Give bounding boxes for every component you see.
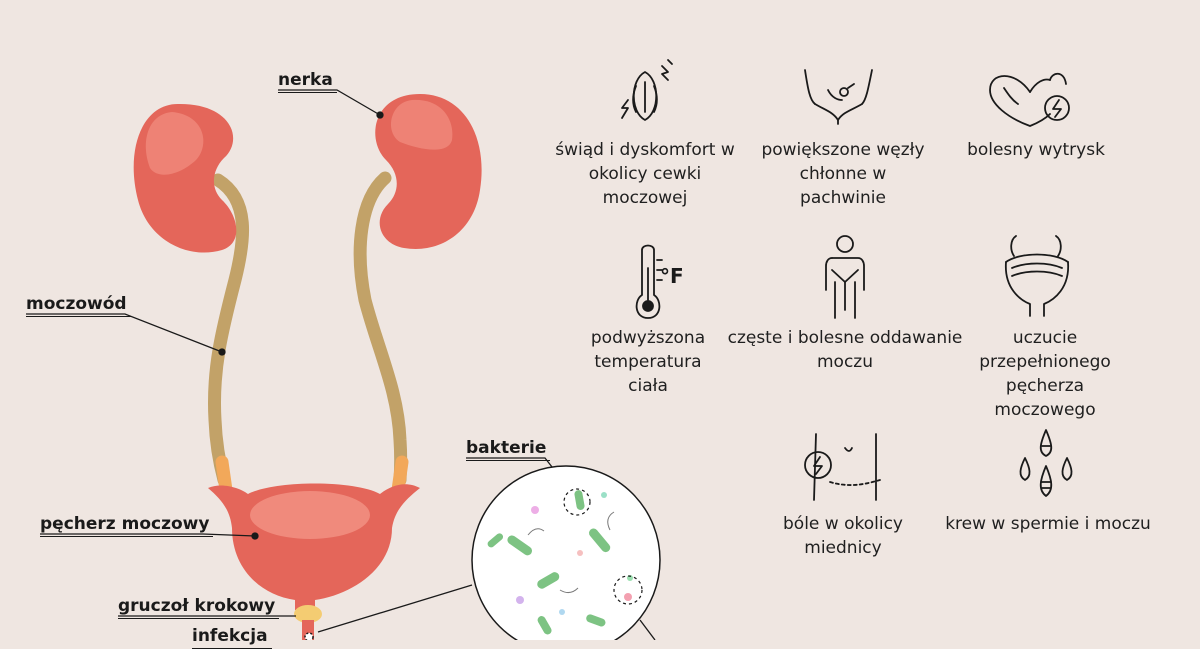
symptom-blood: krew w spermie i moczu — [945, 514, 1151, 534]
symptom-temperature: podwyższona temperatura ciała — [590, 328, 706, 396]
itch-discharge-icon — [621, 59, 673, 121]
right-ureter — [353, 171, 408, 487]
label-bacteria: bakterie — [466, 438, 551, 461]
symptom-lymph-nodes: powiększone węzły chłonne w pachwinie — [761, 140, 925, 208]
highlight-circle — [563, 488, 591, 516]
blood-drops-icon — [1019, 429, 1073, 497]
bacteria-magnifier — [471, 465, 661, 640]
prostate — [294, 605, 322, 623]
bacteria-cell — [537, 572, 560, 589]
frequent-urination-icon — [825, 235, 865, 319]
bacteria-cell — [537, 616, 552, 635]
symptom-ejaculation: bolesny wytrysk — [967, 140, 1105, 160]
highlight-circle — [613, 575, 643, 605]
bacteria-cell — [589, 528, 611, 553]
lymph-nodes-groin-icon — [804, 69, 873, 125]
bladder — [208, 483, 420, 610]
label-ureter: moczowód — [26, 294, 131, 317]
pelvic-pain-icon — [804, 433, 881, 501]
label-bladder: pęcherz moczowy — [40, 514, 214, 537]
thermometer-unit: °F — [660, 264, 684, 288]
symptom-urination: częste i bolesne oddawanie moczu — [727, 328, 963, 372]
bacteria-cell — [574, 490, 585, 510]
bacteria-cell — [586, 614, 606, 627]
full-bladder-icon — [1005, 235, 1069, 317]
infection-dot — [304, 632, 314, 640]
left-ureter — [208, 173, 250, 487]
label-prostate: gruczoł krokowy — [118, 596, 280, 619]
thermometer-icon — [635, 244, 663, 319]
bacteria-cell — [507, 535, 532, 556]
symptom-pelvic-pain: bóle w okolicy miednicy — [783, 514, 903, 558]
label-infection: infekcja — [192, 626, 272, 649]
symptom-full-bladder: uczucie przepełnionego pęcherza moczoweg… — [979, 328, 1111, 420]
painful-ejaculation-icon — [989, 72, 1070, 127]
symptom-itch: świąd i dyskomfort w okolicy cewki moczo… — [555, 140, 735, 208]
left-kidney — [133, 103, 237, 253]
label-kidney: nerka — [278, 70, 337, 93]
bacteria-cell — [487, 533, 504, 548]
right-kidney — [375, 94, 482, 249]
